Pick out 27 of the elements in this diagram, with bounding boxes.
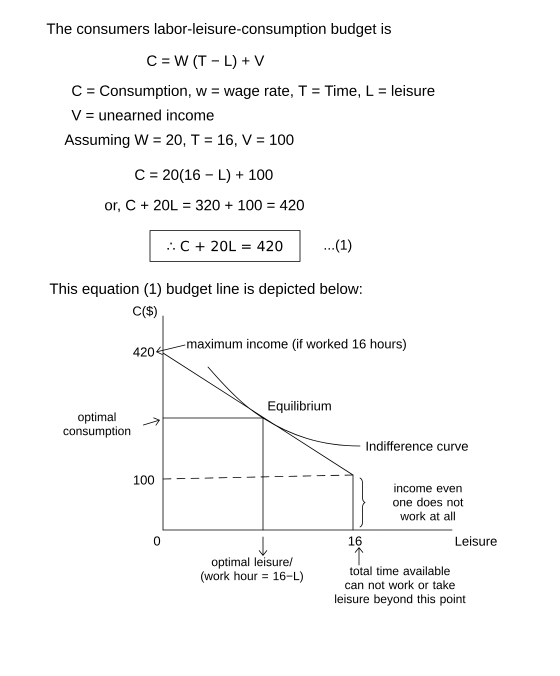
axis-label: Leisure [456, 536, 497, 546]
arrow [156, 344, 186, 355]
equation: C = 20(16 − L) + 100 [135, 169, 273, 183]
annotation-text: optimal consumption [63, 412, 130, 438]
equation-number: ...(1) [324, 239, 352, 253]
annotation-text: optimal leisure/ (work hour = 16−L) [201, 557, 303, 583]
tick-label: 0 [154, 536, 160, 546]
equation: or, C + 20L = 320 + 100 = 420 [105, 200, 304, 212]
caption-text: This equation (1) budget line is depicted below: [50, 283, 362, 297]
arrow [258, 536, 268, 556]
intro-text: The consumers labor-leisure-consumption budget is [46, 23, 391, 37]
arrow [143, 417, 160, 426]
curve-label: Indifference curve [366, 441, 468, 451]
definition-text: C = Consumption, w = wage rate, T = Time, L = leisure [72, 85, 434, 99]
tick-label: 100 [134, 475, 154, 485]
annotation-text: maximum income (if worked 16 hours) [187, 338, 406, 352]
arrow [354, 547, 364, 566]
assumption-text: Assuming W = 20, T = 16, V = 100 [64, 134, 294, 148]
point-label: Equilibrium [268, 400, 331, 414]
brace-note: income even one does not work at all [393, 484, 464, 520]
annotation-text: total time available can not work or take leisure beyond this point [335, 566, 466, 606]
tick-label: 16 [348, 536, 362, 546]
axis-label: C($) [133, 306, 157, 318]
tick-label: 420 [133, 347, 154, 357]
definition-text: V = unearned income [71, 109, 214, 120]
boxed-equation: ∴ C + 20L = 420 [150, 230, 300, 262]
equation: C = W (T − L) + V [147, 55, 264, 69]
